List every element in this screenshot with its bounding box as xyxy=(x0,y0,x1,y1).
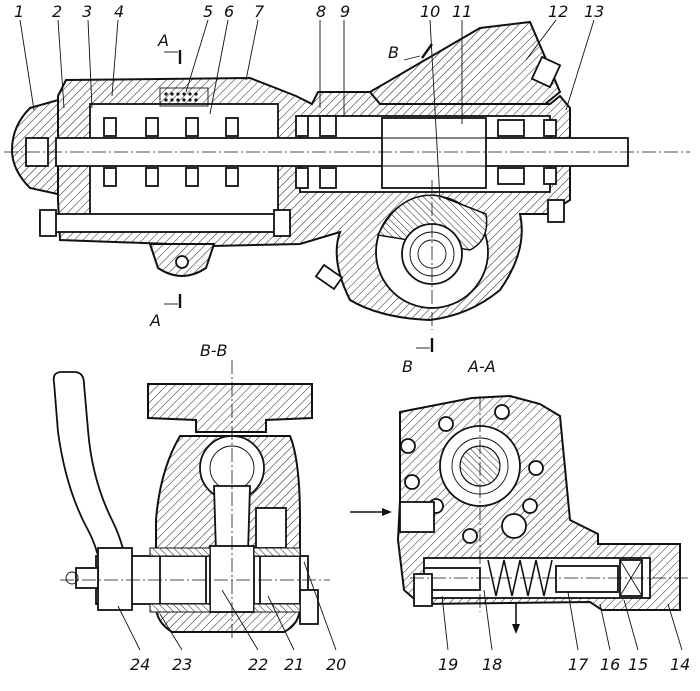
callout-6: 6 xyxy=(224,2,234,21)
tie-bolt xyxy=(39,213,291,233)
valve-plug xyxy=(530,55,562,89)
callout-labels-top: 1 2 3 4 5 6 7 8 9 10 11 12 13 xyxy=(14,2,604,21)
lug-hole xyxy=(175,255,189,269)
longitudinal-section xyxy=(4,20,690,352)
bolt-holes xyxy=(400,404,544,544)
cut-mark-b-top: B xyxy=(388,43,399,62)
valve-body xyxy=(368,20,562,105)
callout-2: 2 xyxy=(52,2,62,21)
callout-16: 16 xyxy=(600,655,620,674)
ball-screw-teeth xyxy=(103,117,239,187)
callout-15: 15 xyxy=(628,655,648,674)
pitman-arm xyxy=(52,371,131,605)
callout-12: 12 xyxy=(548,2,568,21)
callout-17: 17 xyxy=(568,655,589,674)
relief-spring xyxy=(487,559,553,597)
section-bb xyxy=(52,360,337,651)
callout-21: 21 xyxy=(284,655,304,674)
ball-guide xyxy=(164,92,198,102)
callout-labels-bottom: 24 23 22 21 20 19 18 17 16 15 14 xyxy=(130,655,690,674)
cut-mark-a-top: A xyxy=(157,31,169,50)
bearings xyxy=(295,115,557,189)
callout-7: 7 xyxy=(254,2,265,21)
callout-4: 4 xyxy=(114,2,124,21)
callout-14: 14 xyxy=(670,655,690,674)
callout-1: 1 xyxy=(14,2,24,21)
callout-20: 20 xyxy=(326,655,346,674)
bleed-screw xyxy=(314,263,344,291)
callout-23: 23 xyxy=(172,655,192,674)
leaders-top xyxy=(19,19,595,201)
callout-8: 8 xyxy=(316,2,326,21)
callout-9: 9 xyxy=(340,2,350,21)
section-titles: B-B A-A xyxy=(200,341,496,376)
callout-18: 18 xyxy=(482,655,502,674)
callout-13: 13 xyxy=(584,2,604,21)
section-aa xyxy=(350,394,690,651)
side-bolt xyxy=(547,199,565,223)
callout-3: 3 xyxy=(82,2,92,21)
cut-mark-b-bottom: B xyxy=(402,357,413,376)
section-title-bb: B-B xyxy=(200,341,227,360)
callout-10: 10 xyxy=(420,2,440,21)
cut-mark-a-bottom: A xyxy=(149,311,161,330)
cut-mark-labels: A A B B xyxy=(149,31,413,376)
callout-11: 11 xyxy=(452,2,472,21)
callout-22: 22 xyxy=(248,655,268,674)
rack-nut xyxy=(381,117,487,189)
callout-19: 19 xyxy=(438,655,458,674)
callout-24: 24 xyxy=(130,655,150,674)
section-title-aa: A-A xyxy=(467,357,496,376)
callout-5: 5 xyxy=(203,2,213,21)
